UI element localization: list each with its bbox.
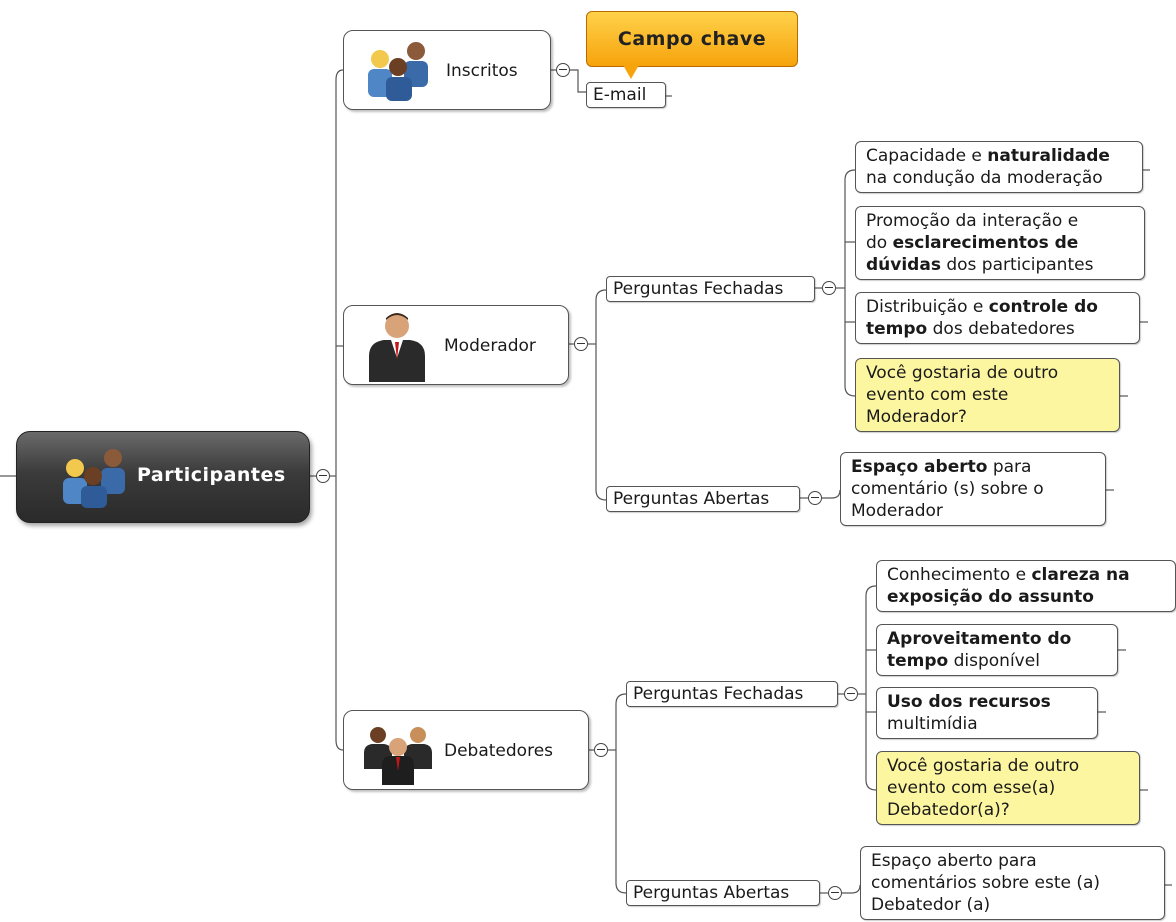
text: Você gostaria de outro [866,363,1059,383]
node-debatedores[interactable]: Debatedores [343,710,589,790]
collapse-toggle-icon[interactable] [556,63,570,77]
text-bold: esclarecimentos de [892,233,1079,253]
collapse-toggle-icon[interactable] [844,687,858,701]
moderador-q-naturalidade[interactable]: Capacidade e naturalidade na condução da… [855,141,1143,193]
debatedores-q-recursos[interactable]: Uso dos recursos multimídia [876,687,1098,739]
text: Promoção da interação e [866,211,1079,231]
inscritos-label: Inscritos [446,61,518,81]
debatedores-perguntas-abertas[interactable]: Perguntas Abertas [626,880,820,906]
text-bold: Aproveitamento do [887,629,1072,649]
debatedores-perguntas-fechadas[interactable]: Perguntas Fechadas [626,681,838,707]
debatedores-q-clareza[interactable]: Conhecimento e clareza na exposição do a… [876,560,1176,612]
text: multimídia [887,714,978,734]
text: Moderador? [866,407,967,427]
callout-pointer [623,65,639,79]
collapse-toggle-icon[interactable] [594,743,608,757]
callout-campo-chave: Campo chave [586,11,798,79]
text: Conhecimento e [887,565,1032,585]
businessmen-group-icon [364,727,432,785]
moderador-q-interacao[interactable]: Promoção da interação e do esclareciment… [855,206,1145,280]
text: dos debatedores [927,319,1075,339]
businessman-icon [369,313,425,382]
text: evento com esse(a) [887,778,1056,798]
collapse-toggle-icon[interactable] [808,491,822,505]
text: evento com este [866,385,1009,405]
moderador-q-tempo[interactable]: Distribuição e controle do tempo dos deb… [855,292,1140,344]
text: Moderador [851,501,943,521]
text-bold: dúvidas [866,255,941,275]
text-bold: tempo [887,651,949,671]
text-bold: controle do [988,297,1098,317]
text-bold: tempo [866,319,928,339]
root-label: Participantes [137,464,286,486]
moderador-label: Moderador [444,336,536,356]
text: disponível [948,651,1040,671]
debatedores-espaco-aberto[interactable]: Espaço aberto para comentários sobre est… [860,846,1165,920]
email-node[interactable]: E-mail [586,82,666,108]
root-node-participantes[interactable]: Participantes [16,431,310,523]
text: Espaço aberto para [871,851,1037,871]
text-bold: Espaço aberto [851,457,988,477]
debatedores-label: Debatedores [444,741,554,761]
text-bold: exposição do assunto [887,587,1094,607]
debatedores-q-tempo[interactable]: Aproveitamento do tempo disponível [876,624,1118,676]
text: Debatedor (a) [871,895,991,915]
moderador-perguntas-fechadas[interactable]: Perguntas Fechadas [606,276,815,302]
node-inscritos[interactable]: Inscritos [343,30,551,110]
collapse-toggle-icon[interactable] [828,886,842,900]
text-bold: naturalidade [987,146,1110,166]
text-bold: Uso dos recursos [887,692,1051,712]
text: comentários sobre este (a) [871,873,1101,893]
collapse-toggle-icon[interactable] [316,469,330,483]
text-bold: clareza na [1031,565,1130,585]
debatedores-q-outro-evento[interactable]: Você gostaria de outro evento com esse(a… [876,751,1140,825]
group-people-icon [368,42,428,101]
group-people-icon [63,449,125,508]
text: dos participantes [940,255,1094,275]
text: Você gostaria de outro [887,756,1080,776]
text: para [987,457,1032,477]
collapse-toggle-icon[interactable] [822,281,836,295]
text: na condução da moderação [866,168,1103,188]
moderador-perguntas-abertas[interactable]: Perguntas Abertas [606,486,800,512]
callout-label: Campo chave [617,28,767,50]
node-moderador[interactable]: Moderador [343,305,569,385]
moderador-espaco-aberto[interactable]: Espaço aberto para comentário (s) sobre … [840,452,1106,526]
moderador-q-outro-evento[interactable]: Você gostaria de outro evento com este M… [855,358,1120,432]
text: comentário (s) sobre o [851,479,1044,499]
text: do [866,233,893,253]
text: Debatedor(a)? [887,800,1010,820]
collapse-toggle-icon[interactable] [574,337,588,351]
text: Distribuição e [866,297,989,317]
text: Capacidade e [866,146,988,166]
